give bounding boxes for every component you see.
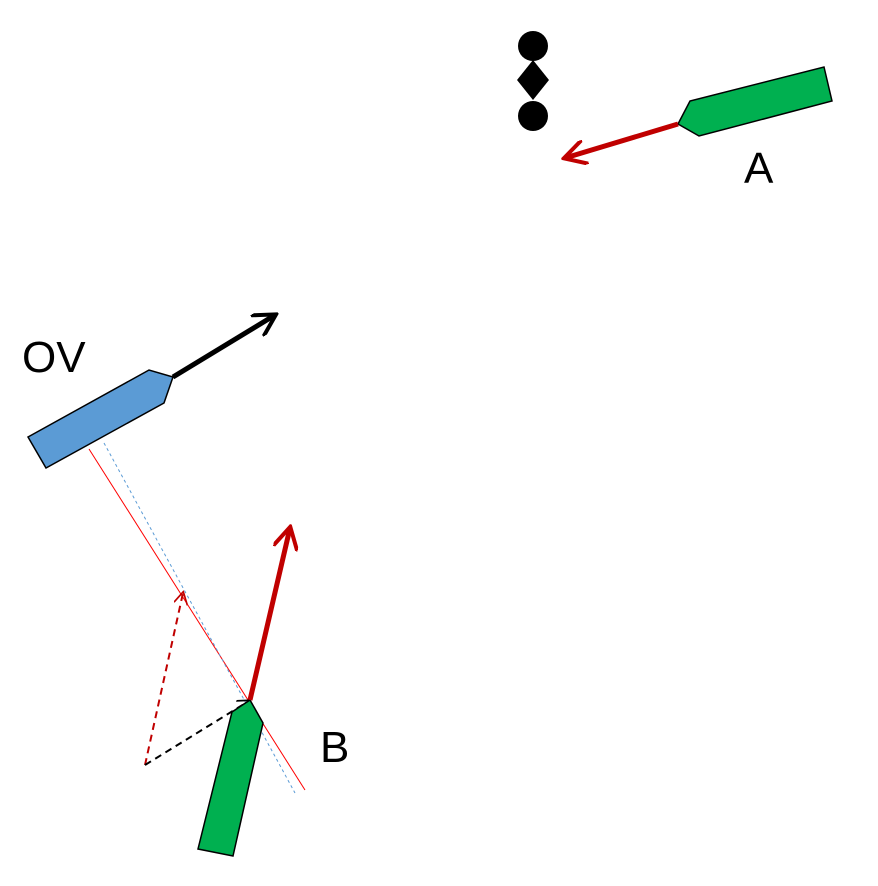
vessel-b-heading-arrow xyxy=(247,528,290,701)
vessel-a-heading-arrow xyxy=(565,121,679,158)
own-vessel-label: OV xyxy=(22,333,86,382)
signal-ball-bottom xyxy=(518,101,548,131)
dashed-red-vector-arrow xyxy=(144,593,183,766)
vessel-b-label: B xyxy=(320,723,349,772)
signal-diamond xyxy=(517,60,549,100)
own-vessel-hull xyxy=(26,369,174,470)
day-signal-shapes xyxy=(517,31,549,131)
signal-ball-top xyxy=(518,31,548,61)
vessel-b: B xyxy=(197,528,349,857)
vessel-a: A xyxy=(565,66,833,193)
vessel-a-label: A xyxy=(744,144,774,193)
blue-dotted-bearing-line xyxy=(103,442,296,794)
own-vessel: OV xyxy=(22,315,275,470)
vessel-b-hull xyxy=(197,698,264,857)
red-bearing-line xyxy=(88,448,306,791)
vessel-a-hull xyxy=(677,66,833,137)
own-vessel-heading-arrow xyxy=(171,315,275,380)
